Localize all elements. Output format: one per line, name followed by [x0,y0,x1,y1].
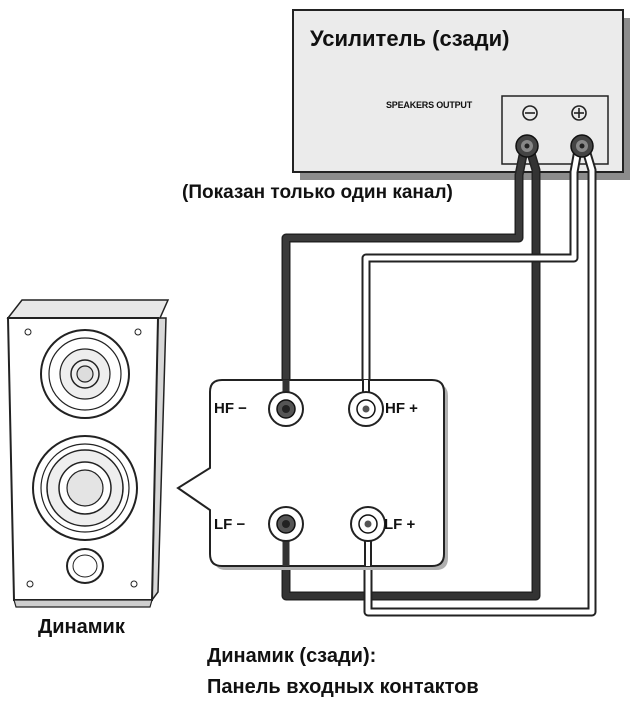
speaker-caption: Динамик [38,616,125,638]
amp-plus-icon [571,105,587,121]
cable-hf-minus [281,145,529,413]
terminal-hf-plus [348,391,384,427]
tweeter-icon [40,329,130,419]
terminal-lf-plus [350,506,386,542]
terminal-label-lf-plus: LF + [384,516,416,533]
woofer-icon [32,435,138,541]
output-terminal-panel [501,95,609,165]
terminal-label-lf-minus: LF − [214,516,246,533]
terminal-lf-minus [268,506,304,542]
amp-minus-icon [522,105,538,121]
cable-hf-plus [361,145,583,413]
terminal-hf-minus [268,391,304,427]
rear-panel-caption-line1: Динамик (сзади): [207,645,377,667]
cable-lf-minus [281,145,541,601]
rear-panel-caption-line2: Панель входных контактов [207,676,479,698]
terminal-label-hf-plus: HF + [385,400,418,417]
amp-minus-post [515,134,539,158]
cable-lf-plus [363,145,597,617]
bass-port-icon [66,548,104,584]
speakers-output-label: SPEAKERS OUTPUT [386,100,473,110]
amplifier-title: Усилитель (сзади) [310,26,510,51]
amp-plus-post [570,134,594,158]
channel-note: (Показан только один канал) [182,182,453,203]
terminal-label-hf-minus: HF − [214,400,247,417]
speaker-cabinet [6,299,170,608]
